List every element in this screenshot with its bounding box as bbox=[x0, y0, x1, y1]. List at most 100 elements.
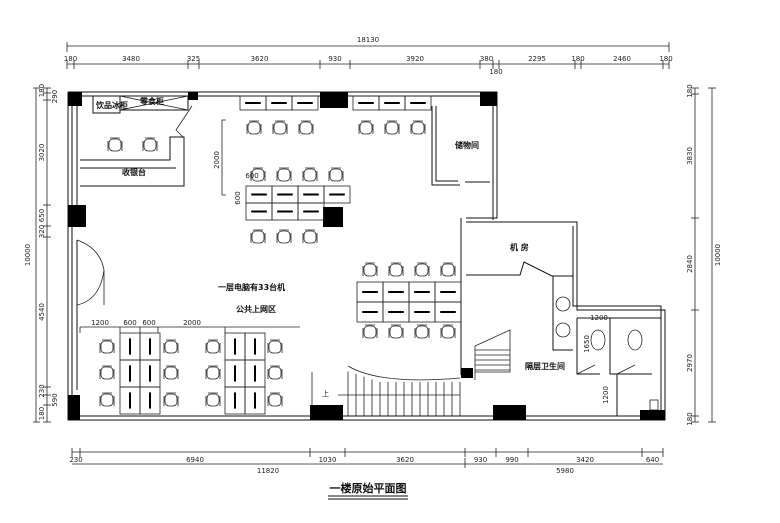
dimension-label: 3620 bbox=[251, 55, 269, 63]
chair-arms bbox=[250, 167, 266, 181]
chair-seat bbox=[268, 393, 282, 407]
chair-arms bbox=[276, 229, 292, 243]
dim-interior: 600 bbox=[234, 191, 242, 204]
chair bbox=[362, 262, 378, 277]
chair-arms bbox=[142, 137, 158, 151]
chair bbox=[414, 324, 430, 339]
dimension-label: 180 bbox=[686, 84, 694, 97]
structural-column bbox=[68, 92, 82, 106]
chair-arms bbox=[267, 392, 283, 406]
furniture bbox=[99, 95, 462, 415]
chair-seat bbox=[415, 263, 429, 277]
walls bbox=[67, 91, 666, 421]
structural-column bbox=[320, 92, 348, 108]
chair-seat bbox=[251, 230, 265, 244]
chair-arms bbox=[99, 339, 115, 353]
chair-arms bbox=[99, 392, 115, 406]
dimension-label: 2840 bbox=[686, 255, 694, 273]
chair-arms bbox=[302, 229, 318, 243]
dimension-label: 325 bbox=[187, 55, 200, 63]
dimension-label: 180 bbox=[38, 84, 46, 97]
chair-arms bbox=[362, 262, 378, 276]
chair bbox=[440, 262, 456, 277]
chair-arms bbox=[276, 167, 292, 181]
dimension-label: 3830 bbox=[686, 147, 694, 165]
chair-seat bbox=[277, 168, 291, 182]
chair-arms bbox=[410, 120, 426, 134]
dimension-label: 180 bbox=[38, 407, 46, 420]
chair-seat bbox=[164, 366, 178, 380]
chair bbox=[276, 167, 292, 182]
desk bbox=[404, 95, 432, 111]
desk bbox=[291, 95, 319, 111]
chair bbox=[250, 229, 266, 244]
chair bbox=[99, 365, 115, 380]
chair-arms bbox=[302, 167, 318, 181]
chair-seat bbox=[299, 121, 313, 135]
chair-seat bbox=[389, 263, 403, 277]
chair-seat bbox=[100, 366, 114, 380]
dim-bottom-total-2: 5980 bbox=[556, 467, 574, 475]
dimension-label: 230 bbox=[69, 456, 82, 464]
dim-interior: 600 bbox=[245, 172, 258, 180]
chair-seat bbox=[164, 393, 178, 407]
chair bbox=[267, 365, 283, 380]
chair bbox=[388, 324, 404, 339]
chair-seat bbox=[164, 340, 178, 354]
label-restroom: 隔层卫生间 bbox=[525, 361, 565, 371]
chair-arms bbox=[163, 339, 179, 353]
chair-arms bbox=[163, 365, 179, 379]
chair-seat bbox=[363, 263, 377, 277]
chair-seat bbox=[268, 366, 282, 380]
dim-right-total: 10000 bbox=[714, 244, 722, 266]
chair-arms bbox=[205, 365, 221, 379]
dimension-label: 990 bbox=[505, 456, 518, 464]
chair bbox=[99, 339, 115, 354]
dimension-label: 590 bbox=[51, 393, 59, 406]
chair-arms bbox=[414, 262, 430, 276]
dimension-label: 180 bbox=[489, 68, 502, 76]
chair-arms bbox=[384, 120, 400, 134]
label-hall-line2: 公共上网区 bbox=[236, 304, 276, 314]
chair bbox=[163, 365, 179, 380]
desk bbox=[434, 301, 462, 323]
chair bbox=[142, 137, 158, 152]
chair bbox=[358, 120, 374, 135]
dim-interior: 1200 bbox=[91, 319, 109, 327]
dimension-label: 640 bbox=[646, 456, 659, 464]
dimension-label: 180 bbox=[659, 55, 672, 63]
desk bbox=[244, 386, 266, 415]
dim-interior: 600 bbox=[142, 319, 155, 327]
label-shelf: 零食柜 bbox=[139, 96, 164, 106]
label-hall-line1: 一层电脑有33台机 bbox=[218, 282, 285, 292]
chair-seat bbox=[303, 230, 317, 244]
dimension-label: 380 bbox=[480, 55, 493, 63]
label-cashier: 收银台 bbox=[122, 167, 146, 177]
dimension-label: 290 bbox=[51, 90, 59, 103]
chair bbox=[246, 120, 262, 135]
structural-column bbox=[640, 410, 665, 420]
chair bbox=[163, 392, 179, 407]
dimension-label: 6940 bbox=[186, 456, 204, 464]
drawing-title: 一楼原始平面图 bbox=[328, 481, 408, 500]
chair-arms bbox=[246, 120, 262, 134]
chair-arms bbox=[358, 120, 374, 134]
dimension-label: 180 bbox=[571, 55, 584, 63]
chair bbox=[302, 229, 318, 244]
structural-column bbox=[323, 207, 343, 227]
dimension-label: 3480 bbox=[122, 55, 140, 63]
dim-interior: 1650 bbox=[583, 335, 591, 353]
structural-column bbox=[68, 205, 86, 227]
chair-seat bbox=[363, 325, 377, 339]
chair bbox=[205, 392, 221, 407]
columns bbox=[68, 92, 665, 420]
chair-arms bbox=[205, 392, 221, 406]
chair-arms bbox=[298, 120, 314, 134]
dim-interior: 1200 bbox=[590, 314, 608, 322]
label-drink-fridge: 饮品冰柜 bbox=[95, 100, 128, 110]
chair-seat bbox=[303, 168, 317, 182]
